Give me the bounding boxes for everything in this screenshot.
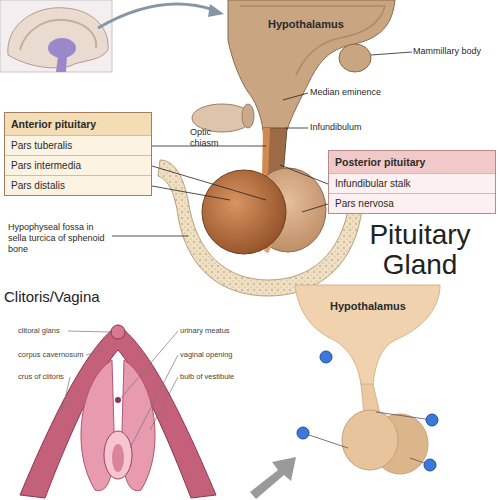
leader-line — [152, 186, 230, 200]
structure-label: clitoral glans — [18, 326, 60, 335]
leader-line — [68, 331, 111, 332]
pars-tuberalis — [262, 128, 270, 178]
leader-line — [150, 377, 178, 430]
blank-marker — [320, 351, 332, 363]
vaginal-canal — [112, 444, 124, 472]
hypothalamus-contour — [240, 6, 385, 75]
box-entry: Pars distalis — [5, 175, 151, 195]
box-heading: Posterior pituitary — [329, 151, 495, 173]
mammillary-body — [339, 44, 371, 72]
brain-inset — [0, 0, 112, 72]
leader-line — [86, 350, 104, 355]
blank-marker — [424, 459, 436, 471]
structure-label: crus of clitoris — [18, 372, 64, 381]
anterior-lobe — [342, 410, 398, 470]
leader-line — [303, 433, 348, 448]
structure-label: Hypophyseal fossa in sella turcica of sp… — [8, 222, 112, 254]
leader-line — [376, 412, 432, 420]
part-list-box: Posterior pituitaryInfundibular stalkPar… — [328, 150, 496, 214]
leader-line — [112, 236, 188, 237]
brain-highlight — [48, 38, 76, 58]
structure-label: urinary meatus — [180, 326, 230, 335]
structure-label: vaginal opening — [180, 350, 233, 359]
box-heading: Anterior pituitary — [5, 113, 151, 135]
box-entry: Pars tuberalis — [5, 135, 151, 155]
structure-label: Mammillary body — [413, 46, 481, 57]
optic-chiasm-end — [242, 104, 254, 128]
brainstem-highlight — [56, 56, 67, 72]
clitoral-glans — [111, 325, 125, 339]
box-entry: Pars intermedia — [5, 155, 151, 175]
structure-label: corpus cavernosum — [18, 350, 83, 359]
vaginal-opening — [104, 431, 132, 479]
infundibular-stalk — [361, 384, 380, 414]
structure-label: Hypothalamus — [268, 18, 344, 31]
panel-title: Pituitary Gland — [345, 220, 495, 280]
pointer-arrow — [250, 457, 296, 499]
leader-line — [130, 355, 178, 448]
box-entry: Infundibular stalk — [329, 173, 495, 193]
blank-marker — [426, 414, 438, 426]
hypothalamus-shape — [295, 285, 440, 385]
leader-line — [121, 331, 178, 398]
leader-line — [283, 93, 308, 100]
structure-label: Infundibulum — [310, 122, 362, 133]
leader-line — [280, 165, 328, 184]
leader-line — [286, 128, 308, 129]
hypothalamus-shape — [228, 0, 395, 130]
inset-arrow — [98, 4, 214, 28]
blank-marker — [297, 427, 309, 439]
inset-arrow-head — [208, 4, 224, 17]
leader-line — [302, 204, 328, 212]
anterior-lobe — [202, 170, 286, 254]
leader-line — [62, 377, 70, 412]
panel-title: Clitoris/Vagina — [4, 288, 100, 306]
part-list-box: Anterior pituitaryPars tuberalisPars int… — [4, 112, 152, 196]
box-entry: Pars nervosa — [329, 193, 495, 213]
structure-label: bulb of vestibule — [180, 372, 234, 381]
leader-line — [371, 52, 412, 55]
urinary-meatus — [115, 397, 121, 403]
structure-label: Hypothalamus — [330, 300, 406, 313]
structure-label: Median eminence — [310, 87, 381, 98]
structure-label: Optic chiasm — [190, 127, 230, 149]
leader-line — [152, 166, 266, 200]
